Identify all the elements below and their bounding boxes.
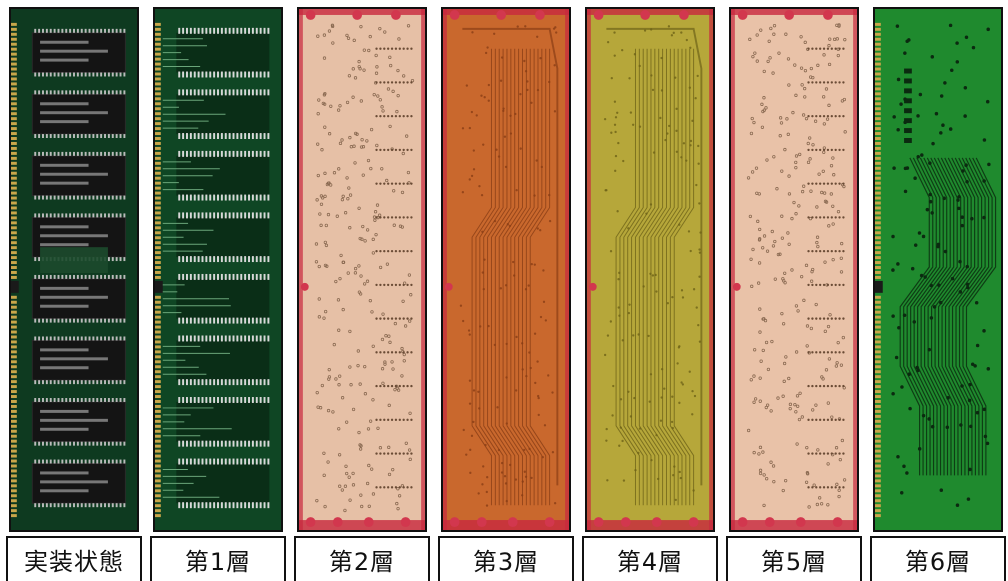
panel-label: 第5層 <box>726 536 862 581</box>
panel-layer-3: 第3層 <box>438 0 574 581</box>
panel-label: 第2層 <box>294 536 430 581</box>
panel-layer-2: 第2層 <box>294 0 430 581</box>
panel-layer-1: 第1層 <box>150 0 286 581</box>
panel-label: 第1層 <box>150 536 286 581</box>
panel-label: 実装状態 <box>6 536 142 581</box>
panel-assembled: 実装状態 <box>6 0 142 581</box>
board-photo-layer-5 <box>729 7 859 532</box>
pcb-image <box>587 9 713 530</box>
board-photo-layer-1 <box>153 7 283 532</box>
pcb-image <box>875 9 1001 530</box>
board-photo-layer-6 <box>873 7 1003 532</box>
pcb-image <box>155 9 281 530</box>
board-photo-assembled <box>9 7 139 532</box>
pcb-image <box>299 9 425 530</box>
pcb-image <box>443 9 569 530</box>
pcb-image <box>11 9 137 530</box>
board-photo-layer-4 <box>585 7 715 532</box>
board-photo-layer-2 <box>297 7 427 532</box>
pcb-image <box>731 9 857 530</box>
panel-label: 第3層 <box>438 536 574 581</box>
panel-layer-5: 第5層 <box>726 0 862 581</box>
panel-layer-4: 第4層 <box>582 0 718 581</box>
board-photo-layer-3 <box>441 7 571 532</box>
panel-label: 第4層 <box>582 536 718 581</box>
panel-label: 第6層 <box>870 536 1006 581</box>
panel-layer-6: 第6層 <box>870 0 1006 581</box>
